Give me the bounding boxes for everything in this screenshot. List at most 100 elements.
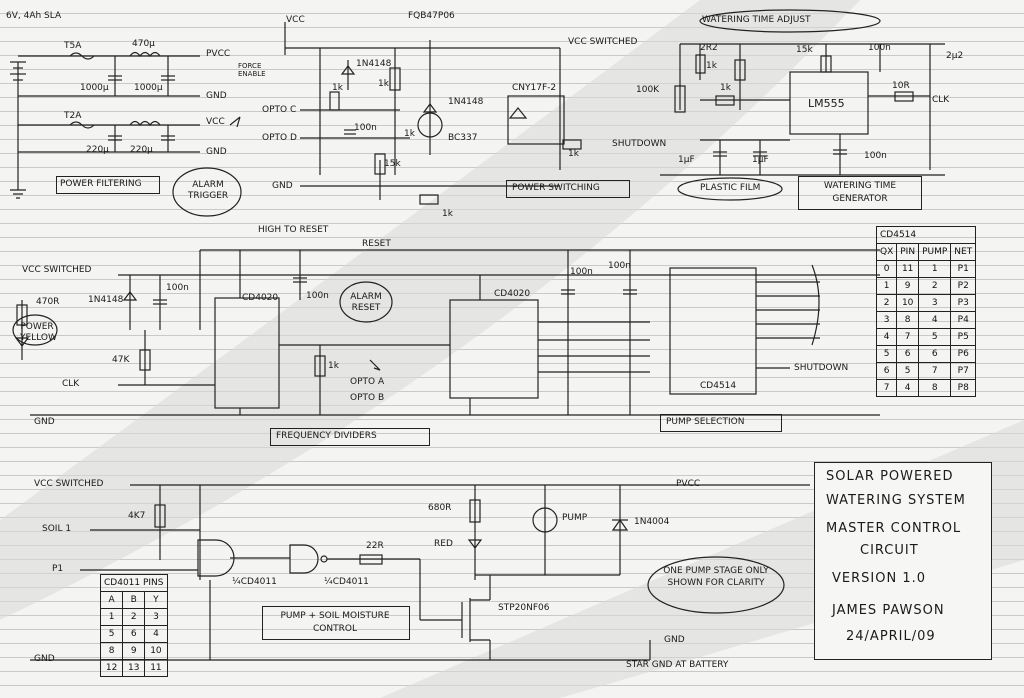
net-soil1: SOIL 1 — [42, 524, 72, 534]
cap-100n-d-label: 100n — [166, 283, 189, 293]
cap-100n-f-label: 100n — [570, 267, 593, 277]
cd4011-table-cell: 9 — [122, 642, 146, 660]
net-vcc-1: VCC — [206, 117, 225, 127]
net-clk-1: CLK — [932, 95, 950, 105]
force-enable-callout: FORCE ENABLE — [238, 62, 266, 79]
res-15k-a-label: 15k — [384, 159, 401, 169]
mosfet-fqb47p06-label: FQB47P06 — [408, 11, 455, 21]
cd4514-table-cell: 0 — [875, 260, 898, 278]
cd4514-table-cell: 9 — [896, 277, 920, 295]
cd4514-table-cell: 2 — [875, 294, 898, 312]
cd4011-table-title: CD4011 PINS — [100, 574, 168, 592]
one-pump-stage-callout: ONE PUMP STAGE ONLY SHOWN FOR CLARITY — [663, 566, 769, 588]
cd4011-table-cell: 4 — [144, 625, 168, 643]
opto-cny17-label: CNY17F-2 — [512, 83, 557, 93]
cd4514-table-cell: 4 — [918, 311, 952, 329]
cd4011-table-cell: 5 — [99, 625, 124, 643]
res-1k-b-label: 1k — [378, 79, 389, 89]
res-680r-label: 680R — [428, 503, 452, 513]
pump-soil-control-title: PUMP + SOIL MOISTURE CONTROL — [280, 611, 390, 634]
res-1k-f-label: 1k — [706, 61, 717, 71]
cd4514-header-cell: QX — [875, 243, 898, 261]
cd4514-table-cell: 6 — [918, 345, 952, 363]
power-filtering-title: POWER FILTERING — [60, 179, 142, 189]
res-1k-h-label: 1k — [328, 361, 339, 371]
net-clk-2: CLK — [62, 379, 80, 389]
cd4514-table-cell: P4 — [950, 311, 977, 329]
title-author: JAMES PAWSON — [832, 603, 945, 618]
net-shutdown-2: SHUTDOWN — [794, 363, 849, 373]
title-block — [814, 462, 992, 660]
watering-time-adjust-callout: WATERING TIME ADJUST — [702, 15, 811, 25]
net-gnd-4: GND — [34, 417, 55, 427]
cd4514-table-cell: 1 — [918, 260, 952, 278]
cap-1uf-a-label: 1µF — [678, 155, 695, 165]
cd4514-table-cell: P7 — [950, 362, 977, 380]
frequency-dividers-title: FREQUENCY DIVIDERS — [276, 431, 377, 441]
net-vcc-switched-2: VCC SWITCHED — [22, 265, 92, 275]
cd4514-table-cell: 2 — [918, 277, 952, 295]
res-1k-d-label: 1k — [442, 209, 453, 219]
ic-lm555-label: LM555 — [808, 97, 845, 110]
nand-gate-2-label: ¼CD4011 — [324, 577, 369, 587]
title-line-4: CIRCUIT — [860, 543, 919, 558]
cd4514-table-cell: 8 — [918, 379, 952, 397]
net-opto-b: OPTO B — [350, 393, 385, 403]
cap-1000u-b-label: 1000µ — [134, 83, 163, 93]
power-switching-box — [506, 180, 630, 198]
net-reset: RESET — [362, 239, 391, 249]
cd4514-table-cell: P6 — [950, 345, 977, 363]
mosfet-stp20nf06-label: STP20NF06 — [498, 603, 550, 613]
alarm-reset-callout: ALARM RESET — [350, 292, 382, 313]
pump-selection-title: PUMP SELECTION — [666, 417, 745, 427]
cd4514-table-cell: 8 — [896, 311, 920, 329]
cd4011-table-cell: 1 — [99, 608, 124, 626]
cd4514-table-cell: 7 — [875, 379, 898, 397]
diode-1n4148-b-label: 1N4148 — [448, 97, 484, 107]
cd4514-header-cell: PIN — [896, 243, 920, 261]
net-gnd-1: GND — [206, 91, 227, 101]
high-to-reset-callout: HIGH TO RESET — [258, 225, 329, 235]
transistor-bc337-label: BC337 — [448, 133, 478, 143]
cap-2u2-label: 2µ2 — [946, 51, 964, 61]
title-date: 24/APRIL/09 — [846, 629, 936, 644]
cd4514-header-cell: PUMP — [918, 243, 952, 261]
cd4514-table-cell: P2 — [950, 277, 977, 295]
cd4514-table-cell: 6 — [875, 362, 898, 380]
cd4514-table-cell: 5 — [918, 328, 952, 346]
net-vcc-switched-3: VCC SWITCHED — [34, 479, 104, 489]
net-gnd-5: GND — [34, 654, 55, 664]
cd4011-table-cell: 8 — [99, 642, 124, 660]
pump-selection-box — [660, 414, 782, 432]
fuse-t5a-label: T5A — [64, 41, 82, 51]
res-1k-g-label: 1k — [720, 83, 731, 93]
diode-1n4004-label: 1N4004 — [634, 517, 670, 527]
ic-cd4514-label: CD4514 — [700, 381, 737, 391]
ic-cd4020-b-label: CD4020 — [494, 289, 531, 299]
cd4011-header-cell: A — [99, 591, 124, 609]
alarm-trigger-callout: ALARM TRIGGER — [187, 180, 229, 201]
res-470r-label: 470R — [36, 297, 60, 307]
net-gnd-6: GND — [664, 635, 685, 645]
cd4514-table-cell: 7 — [918, 362, 952, 380]
net-gnd-3: GND — [272, 181, 293, 191]
cd4514-table-cell: 6 — [896, 345, 920, 363]
pot-100k-label: 100K — [636, 85, 660, 95]
ic-cd4020-a-label: CD4020 — [242, 293, 279, 303]
net-vcc-2: VCC — [286, 15, 305, 25]
net-pvcc-2: PVCC — [676, 479, 701, 489]
cd4011-header-cell: B — [122, 591, 146, 609]
cap-100n-e-label: 100n — [306, 291, 329, 301]
cap-100n-g-label: 100n — [608, 261, 631, 271]
frequency-dividers-box — [270, 428, 430, 446]
fuse-t2a-label: T2A — [64, 111, 82, 121]
cd4514-table-cell: P8 — [950, 379, 977, 397]
power-led-callout: POWER YELLOW — [20, 322, 57, 343]
